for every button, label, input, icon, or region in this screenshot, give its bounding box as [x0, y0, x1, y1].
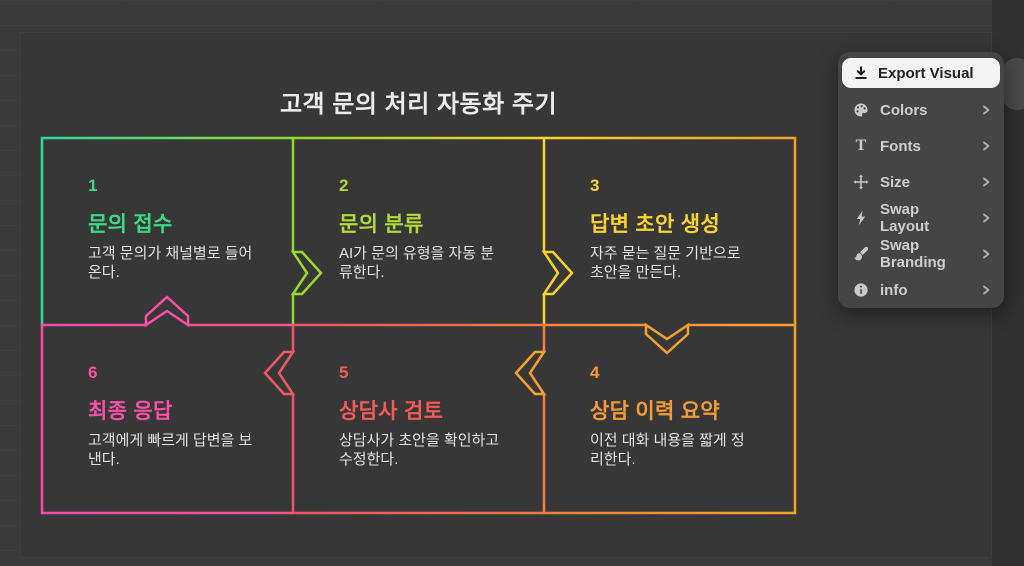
- page-title: 고객 문의 처리 자동화 주기: [279, 91, 558, 118]
- step-number: 6: [88, 363, 98, 382]
- menu-item-label: Swap Branding: [880, 237, 946, 271]
- step-title: 문의 분류: [339, 213, 424, 236]
- arrow-6-to-1-icon: [144, 295, 190, 328]
- step-description: 고객에게 빠르게 답변을 보 낸다.: [88, 432, 253, 468]
- arrow-4-to-5-icon: [514, 350, 547, 396]
- chevron-right-icon: [983, 105, 990, 115]
- step-title: 최종 응답: [88, 400, 173, 423]
- chevron-right-icon: [983, 141, 990, 151]
- step-1-cell[interactable]: 1 문의 접수 고객 문의가 채널별로 들어 온다.: [42, 138, 293, 325]
- step-title: 상담사 검토: [339, 400, 444, 423]
- step-number: 4: [590, 363, 600, 382]
- menu-item-swap-layout[interactable]: Swap Layout: [838, 200, 1004, 236]
- menu-item-fonts[interactable]: T Fonts: [838, 128, 1004, 164]
- arrow-1-to-2-icon: [290, 250, 323, 296]
- menu-item-label: info: [880, 281, 908, 299]
- menu-item-label: Swap Layout: [880, 201, 930, 235]
- step-6-border: [40, 323, 293, 515]
- chevron-right-icon: [983, 177, 990, 187]
- step-6-cell[interactable]: 6 최종 응답 고객에게 빠르게 답변을 보 낸다.: [42, 325, 293, 512]
- menu-item-swap-branding[interactable]: Swap Branding: [838, 236, 1004, 272]
- download-icon: [853, 65, 869, 81]
- step-4-cell[interactable]: 4 상담 이력 요약 이전 대화 내용을 짧게 정 리한다.: [544, 325, 795, 512]
- fonts-icon: T: [855, 137, 867, 154]
- menu-item-info[interactable]: info: [838, 272, 1004, 308]
- size-icon: [853, 174, 869, 190]
- bolt-icon: [853, 210, 869, 226]
- export-visual-label: Export Visual: [878, 64, 974, 82]
- menu-item-label: Size: [880, 173, 911, 191]
- menu-item-label: Colors: [880, 101, 928, 119]
- step-description: AI가 문의 유형을 자동 분 류한다.: [339, 245, 495, 281]
- step-number: 5: [339, 363, 349, 382]
- step-description: 자주 묻는 질문 기반으로 초안을 만든다.: [590, 245, 741, 281]
- chevron-right-icon: [983, 285, 990, 295]
- step-title: 문의 접수: [88, 213, 173, 236]
- menu-item-label: Fonts: [880, 137, 921, 155]
- menu-item-size[interactable]: Size: [838, 164, 1004, 200]
- chevron-right-icon: [983, 213, 990, 223]
- step-number: 2: [339, 176, 349, 195]
- step-number: 1: [88, 176, 98, 195]
- brush-icon: [853, 246, 869, 262]
- chevron-right-icon: [983, 249, 990, 259]
- step-3-cell[interactable]: 3 답변 초안 생성 자주 묻는 질문 기반으로 초안을 만든다.: [544, 138, 795, 325]
- arrow-5-to-6-icon: [263, 350, 296, 396]
- export-visual-button[interactable]: Export Visual: [842, 58, 1000, 88]
- palette-icon: [853, 102, 869, 118]
- step-description: 고객 문의가 채널별로 들어 온다.: [88, 245, 253, 281]
- step-5-cell[interactable]: 5 상담사 검토 상담사가 초안을 확인하고 수정한다.: [293, 325, 544, 512]
- context-menu: Export Visual Colors T Fonts Size Swap L…: [838, 52, 1004, 308]
- menu-item-colors[interactable]: Colors: [838, 92, 1004, 128]
- step-description: 상담사가 초안을 확인하고 수정한다.: [339, 432, 500, 468]
- step-title: 상담 이력 요약: [590, 400, 720, 423]
- step-title: 답변 초안 생성: [590, 213, 720, 236]
- info-icon: [853, 282, 869, 298]
- step-2-border: [291, 136, 544, 325]
- arrow-2-to-3-icon: [541, 250, 574, 296]
- arrow-3-to-4-icon: [644, 322, 690, 355]
- step-description: 이전 대화 내용을 짧게 정 리한다.: [590, 432, 745, 468]
- step-3-border: [542, 136, 797, 325]
- step-number: 3: [590, 176, 600, 195]
- artboard: [20, 32, 992, 558]
- step-1-border: [40, 136, 293, 325]
- scrollbar-thumb[interactable]: [1002, 58, 1024, 110]
- step-2-cell[interactable]: 2 문의 분류 AI가 문의 유형을 자동 분 류한다.: [293, 138, 544, 325]
